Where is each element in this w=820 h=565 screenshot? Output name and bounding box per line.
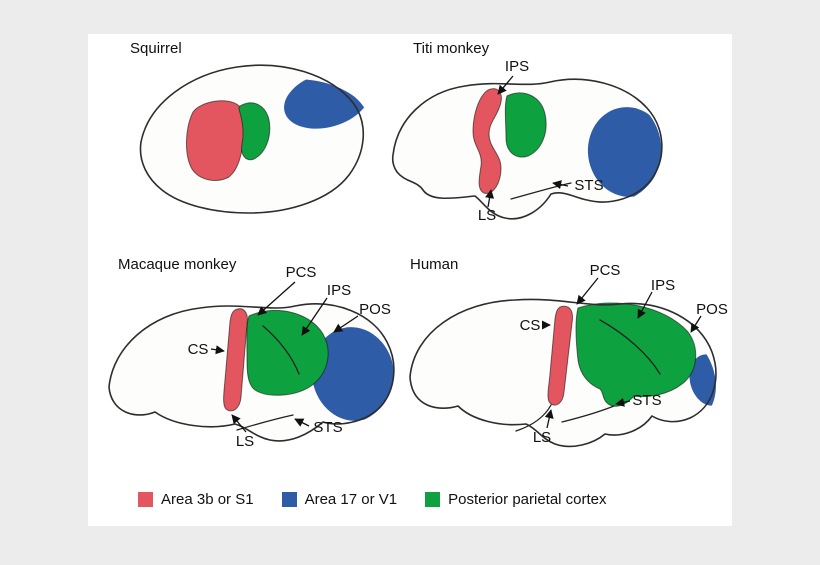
titi-v1-region <box>587 107 669 197</box>
human-sts-sulcus-line <box>561 405 615 423</box>
macaque-pcs-arrow <box>257 281 296 316</box>
human-brain-figure: PCS IPS POS CS LS STS <box>409 262 729 448</box>
macaque-ls-label: LS <box>236 433 254 450</box>
titi-brain-outline <box>391 78 663 220</box>
human-ls-sulcus-line <box>515 404 552 432</box>
macaque-v1-region <box>311 327 395 421</box>
macaque-cs-arrow <box>210 345 225 355</box>
legend-item-v1: Area 17 or V1 <box>281 491 398 508</box>
panel-title-human: Human <box>410 256 459 273</box>
v1-legend-label: Area 17 or V1 <box>304 491 398 508</box>
human-pos-label: POS <box>696 301 728 318</box>
ppc-legend-label: Posterior parietal cortex <box>448 491 607 508</box>
titi-ls-arrow <box>485 189 495 208</box>
human-ips-arrow <box>637 291 653 319</box>
macaque-pos-label: POS <box>359 301 391 318</box>
titi-ppc-region <box>504 92 547 158</box>
macaque-s1-region <box>223 308 248 412</box>
human-brain-outline <box>409 298 717 448</box>
macaque-pcs-label: PCS <box>286 264 317 281</box>
macaque-sts-arrow <box>294 418 310 427</box>
legend-item-ppc: Posterior parietal cortex <box>425 491 607 508</box>
macaque-ips-label: IPS <box>327 282 351 299</box>
s1-legend-label: Area 3b or S1 <box>161 491 254 508</box>
human-pcs-arrow <box>576 277 599 305</box>
human-pos-arrow <box>690 315 702 333</box>
macaque-ls-arrow <box>231 414 247 433</box>
human-ls-label: LS <box>533 429 551 446</box>
human-pcs-label: PCS <box>590 262 621 279</box>
macaque-cs-label: CS <box>188 341 209 358</box>
titi-sts-arrow <box>552 180 569 190</box>
squirrel-brain-outline <box>139 64 364 214</box>
human-ls-arrow <box>544 409 554 429</box>
macaque-ips-sulcus-line <box>262 325 300 375</box>
titi-ips-arrow <box>497 75 514 95</box>
human-ppc-region <box>575 302 697 407</box>
s1-color-swatch <box>138 492 153 507</box>
human-s1-region <box>547 305 573 406</box>
human-cs-label: CS <box>520 317 541 334</box>
legend: Area 3b or S1 Area 17 or V1 Posterior pa… <box>138 491 607 508</box>
human-ips-label: IPS <box>651 277 675 294</box>
human-sts-label: STS <box>632 392 661 409</box>
titi-ips-label: IPS <box>505 58 529 75</box>
titi-brain-figure: IPS LS STS <box>391 58 669 224</box>
ppc-color-swatch <box>425 492 441 507</box>
v1-color-swatch <box>281 492 297 507</box>
macaque-brain-outline <box>108 303 395 442</box>
squirrel-ppc-region <box>238 102 271 161</box>
macaque-sts-label: STS <box>313 419 342 436</box>
macaque-sts-sulcus-line <box>236 414 294 431</box>
human-ips-sulcus-line <box>599 319 661 375</box>
macaque-ips-arrow <box>301 297 328 336</box>
panel-title-macaque: Macaque monkey <box>118 256 237 273</box>
titi-sts-label: STS <box>574 177 603 194</box>
macaque-brain-figure: PCS IPS POS CS LS STS <box>108 264 395 450</box>
titi-ls-label: LS <box>478 207 496 224</box>
titi-s1-region <box>472 88 502 194</box>
panel-title-titi: Titi monkey <box>413 40 490 57</box>
titi-sts-sulcus-line <box>510 182 572 200</box>
squirrel-brain-figure <box>139 64 370 214</box>
squirrel-s1-region <box>186 100 246 181</box>
human-sts-arrow <box>615 397 631 407</box>
panel-title-squirrel: Squirrel <box>130 40 182 57</box>
macaque-pos-arrow <box>333 315 359 333</box>
legend-item-s1: Area 3b or S1 <box>138 491 254 508</box>
